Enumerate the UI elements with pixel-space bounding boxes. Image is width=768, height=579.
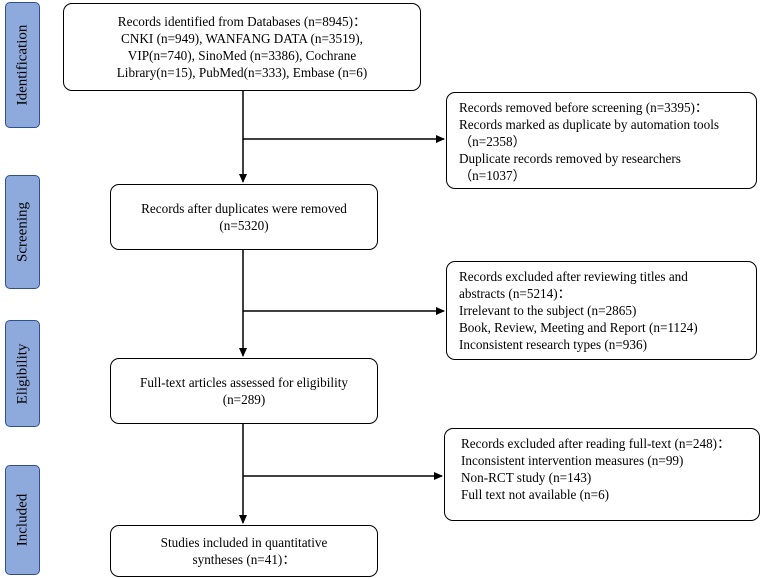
box-line: CNKI (n=949), WANFANG DATA (n=3519), <box>121 31 363 46</box>
box-line: Records marked as duplicate by automatio… <box>459 117 720 132</box>
box-line: Library(n=15), PubMed(n=333), Embase (n=… <box>116 65 368 80</box>
box-line: (n=289) <box>222 392 266 407</box>
box-line: VIP(n=740), SinoMed (n=3386), Cochrane <box>127 48 357 63</box>
box-excluded-fulltext: Records excluded after reading full-text… <box>444 428 760 521</box>
phase-screening: Screening <box>5 175 40 289</box>
box-records-identified: Records identified from Databases (n=894… <box>63 3 421 91</box>
box-line: Records after duplicates were removed <box>141 201 347 216</box>
box-line: Full text not available (n=6) <box>461 487 610 502</box>
box-studies-included: Studies included in quantitative synthes… <box>110 525 378 577</box>
box-line: Records identified from Databases (n=894… <box>117 14 367 29</box>
box-line: Non-RCT study (n=143) <box>461 470 592 485</box>
box-line: （n=1037） <box>459 168 526 183</box>
box-line: Full-text articles assessed for eligibil… <box>139 375 349 390</box>
phase-eligibility: Eligibility <box>5 320 40 427</box>
box-line: Records removed before screening (n=3395… <box>459 100 709 115</box>
box-line: Irrelevant to the subject (n=2865) <box>459 303 637 318</box>
box-fulltext-assessed: Full-text articles assessed for eligibil… <box>110 358 378 424</box>
box-line: Inconsistent intervention measures (n=99… <box>461 453 684 468</box>
box-line: Records excluded after reviewing titles … <box>459 269 688 284</box>
box-line: （n=2358） <box>459 134 526 149</box>
box-line: Records excluded after reading full-text… <box>461 436 731 451</box>
box-line: Studies included in quantitative <box>160 535 328 550</box>
box-line: abstracts (n=5214)： <box>459 286 571 301</box>
phase-identification: Identification <box>5 2 40 128</box>
box-removed-before-screening: Records removed before screening (n=3395… <box>446 92 757 189</box>
box-line: (n=5320) <box>219 218 269 233</box>
phase-included: Included <box>5 465 40 575</box>
box-line: Duplicate records removed by researchers <box>459 151 681 166</box>
box-line: Inconsistent research types (n=936) <box>459 337 647 352</box>
box-line: Book, Review, Meeting and Report (n=1124… <box>459 320 698 335</box>
box-excluded-titles-abstracts: Records excluded after reviewing titles … <box>446 261 757 360</box>
box-after-duplicates: Records after duplicates were removed (n… <box>110 184 378 250</box>
box-line: syntheses (n=41)： <box>192 552 296 567</box>
